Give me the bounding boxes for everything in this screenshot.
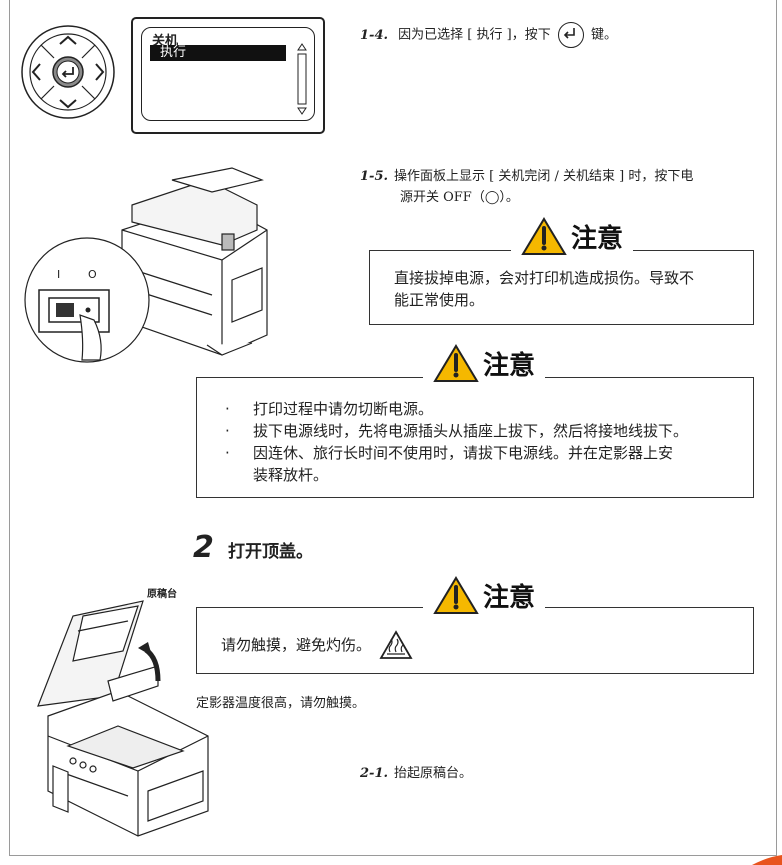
caution-3-title: 注意 — [483, 582, 536, 613]
printer-open-cover-illustration — [37, 600, 209, 837]
bullet: · — [225, 444, 230, 462]
step-text-line1: 操作面板上显示 [ 关机完闭 / 关机结束 ] 时，按下电 — [394, 169, 694, 184]
caution-3-text: 请勿触摸，避免灼伤。 — [221, 636, 372, 654]
caution-1-header: 注意 — [511, 216, 634, 256]
lcd-panel: 关机 执行 — [131, 17, 325, 134]
scrollbar-icon — [297, 43, 307, 115]
caution-1-title: 注意 — [571, 223, 624, 254]
caution-1-body: 直接拔掉电源，会对打印机造成损伤。导致不 能正常使用。 — [394, 267, 694, 311]
caution-2-title: 注意 — [483, 350, 536, 381]
printer-power-switch-illustration: I O — [24, 167, 268, 363]
step-1-4: 1-4. 因为已选择 [ 执行 ]，按下 键。 — [360, 22, 617, 48]
list-item-text: 因连休、旅行长时间不使用时，请拔下电源线。并在定影器上安 — [253, 444, 674, 462]
control-pad-icon — [21, 25, 115, 119]
list-item: · 拔下电源线时，先将电源插头从插座上拔下，然后将接地线拔下。 — [225, 420, 745, 442]
lcd-selected-item: 执行 — [150, 45, 286, 61]
step-text: 因为已选择 [ 执行 ]，按下 — [398, 27, 551, 43]
step-text-line2: 源开关 OFF（◯）。 — [400, 190, 519, 205]
list-item: · 打印过程中请勿切断电源。 — [225, 398, 745, 420]
section-number: 2 — [193, 530, 214, 565]
caution-box-1: 直接拔掉电源，会对打印机造成损伤。导致不 能正常使用。 — [369, 250, 754, 325]
enter-key-icon — [557, 22, 584, 48]
step-text-end: 键。 — [590, 27, 617, 43]
document-glass-label: 原稿台 — [147, 589, 177, 600]
switch-off-label: O — [88, 268, 97, 281]
step-2-1: 2-1. 抬起原稿台。 — [360, 763, 472, 784]
list-item-text: 拔下电源线时，先将电源插头从插座上拔下，然后将接地线拔下。 — [253, 422, 689, 440]
caution-3-body: 请勿触摸，避免灼伤。 — [221, 630, 413, 660]
warning-triangle-icon — [433, 344, 479, 382]
caution-3-header: 注意 — [423, 575, 546, 615]
bullet: · — [225, 422, 230, 440]
page-border — [9, 0, 777, 856]
switch-on-label: I — [57, 268, 60, 281]
caution-box-3: 请勿触摸，避免灼伤。 — [196, 607, 754, 674]
warning-triangle-icon — [433, 576, 479, 614]
step-text: 抬起原稿台。 — [394, 766, 473, 781]
list-item-text-cont: 装释放杆。 — [253, 466, 329, 484]
step-number: 1-4. — [360, 27, 389, 43]
warning-triangle-icon — [521, 217, 567, 255]
bullet: · — [225, 400, 230, 418]
list-item: · 因连休、旅行长时间不使用时，请拔下电源线。并在定影器上安装释放杆。 — [225, 442, 745, 486]
step-1-5: 1-5. 操作面板上显示 [ 关机完闭 / 关机结束 ] 时，按下电 源开关 OF… — [360, 166, 693, 208]
caution-2-header: 注意 — [423, 343, 546, 383]
hot-surface-icon — [379, 630, 413, 659]
caution-2-list: · 打印过程中请勿切断电源。 · 拔下电源线时，先将电源插头从插座上拔下，然后将接地… — [225, 398, 745, 486]
list-item-text: 打印过程中请勿切断电源。 — [253, 400, 434, 418]
caution-1-line1: 直接拔掉电源，会对打印机造成损伤。导致不 — [394, 269, 695, 287]
step-number: 2-1. — [360, 766, 389, 781]
fuser-note: 定影器温度很高，请勿触摸。 — [196, 696, 366, 711]
section-title: 打开顶盖。 — [228, 542, 313, 562]
caution-1-line2: 能正常使用。 — [394, 291, 485, 309]
step-number: 1-5. — [360, 169, 389, 184]
page-corner-mark — [752, 855, 782, 865]
caution-box-2: · 打印过程中请勿切断电源。 · 拔下电源线时，先将电源插头从插座上拔下，然后将接地… — [196, 377, 754, 498]
